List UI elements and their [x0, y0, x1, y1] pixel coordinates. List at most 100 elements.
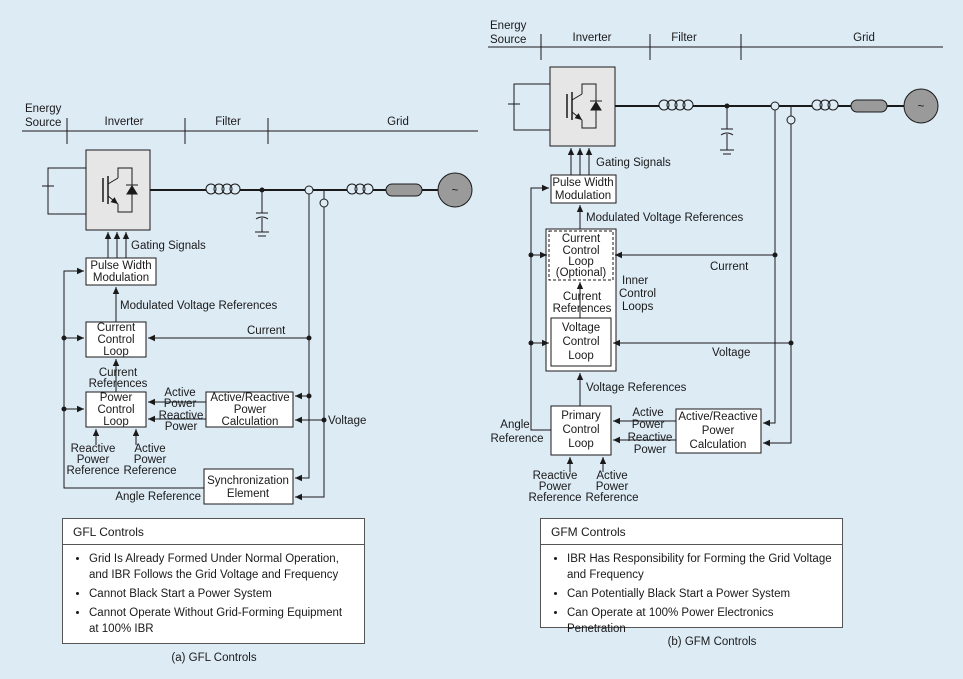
gfl-modulated-label: Modulated Voltage References [120, 300, 278, 312]
gfm-power-calc-block [675, 408, 762, 454]
gfm-vcl-label: Loop [568, 350, 594, 362]
gfl-grid-impedance-icon [385, 183, 423, 197]
gfm-rref-label: Power [539, 481, 572, 493]
gfl-pcl-label: Power [100, 392, 133, 404]
gfl-rref-label: Power [77, 454, 110, 466]
gfm-aref-label: Reference [585, 492, 638, 504]
gfm-vcl-label: Control [562, 336, 599, 348]
gfm-modulated-label: Modulated Voltage References [586, 212, 744, 224]
gfl-current-sensor-icon [304, 185, 314, 195]
gfl-bullet: Cannot Black Start a Power System [89, 586, 354, 602]
gfm-ccl-label: (Optional) [556, 267, 607, 279]
gfm-labels: Energy Source Inverter Filter Grid ~ Gat… [490, 20, 925, 504]
gfm-reactive-label: Power [634, 444, 667, 456]
gfm-grid-impedance-icon [850, 99, 888, 113]
gfm-bullet: Can Potentially Black Start a Power Syst… [567, 586, 832, 602]
gfm-header-filter: Filter [671, 32, 697, 44]
gfm-header-inverter: Inverter [573, 32, 612, 44]
gfl-energy-source-bracket [47, 167, 86, 215]
gfl-sync-label: Synchronization [207, 475, 289, 487]
gfm-voltref-label: Voltage References [586, 382, 687, 394]
gfl-rref-label: Reactive [71, 443, 116, 455]
gfm-pwm-label: Pulse Width [552, 177, 613, 189]
gfm-current-sensor-icon [770, 101, 780, 111]
gfm-active-label: Power [632, 419, 665, 431]
gfm-grid-source-icon [903, 88, 939, 124]
gfm-inner-label: Inner [622, 275, 648, 287]
gfm-pwm-label: Modulation [555, 190, 611, 202]
gfm-filter-capacitor-icon [720, 106, 734, 155]
gfl-power-control-block [85, 391, 147, 428]
gfl-inverter-icon [85, 149, 151, 231]
gfm-voltage-label: Voltage [712, 347, 750, 359]
gfm-current-feedback [615, 110, 776, 259]
gfl-power-calc-block [205, 391, 294, 428]
gfl-voltage-sensor-icon [319, 198, 329, 208]
gfm-primary-control-block [550, 405, 612, 456]
gfm-angle-reference-line [530, 184, 551, 431]
gfl-ccl-label: Current [97, 322, 136, 334]
gfm-pcl-label: Primary [561, 410, 601, 422]
gfm-aref-label: Active [596, 470, 627, 482]
gfl-voltage-label: Voltage [328, 415, 366, 427]
gfl-header-source: Source [25, 117, 61, 129]
gfm-bullet: Can Operate at 100% Power Electronics Pe… [567, 605, 832, 637]
gfl-reactive-label: Power [165, 421, 198, 433]
gfl-pwm-label: Pulse Width [90, 260, 151, 272]
gfl-pwm-label: Modulation [93, 272, 149, 284]
gfm-current-control-block [548, 230, 614, 281]
gfl-gating-label: Gating Signals [131, 240, 206, 252]
gfm-energy-source-bracket [513, 83, 550, 131]
gfl-labels: Energy Source Inverter Filter Grid ~ Gat… [25, 103, 459, 503]
gfm-current-label: Current [710, 261, 749, 273]
gfl-ccl-label: Loop [103, 346, 129, 358]
gfm-caption: (b) GFM Controls [667, 636, 757, 648]
gfl-curref-label: References [89, 378, 148, 390]
gfm-angle-label: Angle [500, 419, 529, 431]
gfl-bullet: Grid Is Already Formed Under Normal Oper… [89, 551, 354, 583]
gfm-controls-panel: GFM Controls IBR Has Responsibility for … [540, 518, 843, 635]
gfl-panel-title: GFL Controls [63, 519, 364, 545]
gfm-inner-label: Control [619, 288, 656, 300]
gfl-header-grid: Grid [387, 116, 409, 128]
gfm-curref-label: References [553, 303, 612, 315]
gfm-rref-label: Reference [528, 492, 581, 504]
gfl-pcl-label: Loop [103, 416, 129, 428]
gfm-reactive-label: Reactive [628, 432, 673, 444]
gfl-pwm-block [85, 257, 157, 286]
gfl-header-inverter: Inverter [105, 116, 144, 128]
gfl-sync-block [203, 468, 294, 505]
gfl-filter-inductor-icon [205, 183, 241, 195]
gfl-angle-label: Angle Reference [115, 491, 201, 503]
gfm-header-energy: Energy [490, 20, 527, 32]
gfl-controls-panel: GFL Controls Grid Is Already Formed Unde… [62, 518, 365, 644]
gfl-ccl-label: Control [97, 334, 134, 346]
gfm-header-source: Source [490, 34, 526, 46]
gfl-sync-label: Element [227, 488, 270, 500]
gfm-calc-label: Calculation [690, 439, 747, 451]
gfm-filter-inductor-icon [658, 99, 694, 111]
gfl-calc-label: Power [234, 404, 267, 416]
gfm-pwm-block [550, 174, 617, 204]
gfm-grid-tilde: ~ [918, 101, 925, 113]
gfm-bullet: IBR Has Responsibility for Forming the G… [567, 551, 832, 583]
gfm-gating-label: Gating Signals [596, 157, 671, 169]
gfl-curref-label: Current [99, 367, 138, 379]
gfm-curref-label: Current [563, 291, 602, 303]
gfl-aref-label: Reference [123, 465, 176, 477]
gfm-calc-label: Active/Reactive [678, 411, 757, 423]
gfl-grid-source-icon [437, 172, 473, 208]
gfm-panel-title: GFM Controls [541, 519, 842, 545]
gfm-ccl-label: Loop [568, 256, 594, 268]
gfm-diagram [488, 34, 943, 472]
gfl-grid-inductor-icon [346, 183, 374, 195]
gfm-bullet-list: IBR Has Responsibility for Forming the G… [555, 551, 832, 637]
gfm-vcl-label: Voltage [562, 322, 600, 334]
gfl-calc-label: Active/Reactive [210, 392, 289, 404]
gfl-angle-reference-line [63, 267, 204, 489]
gfm-rref-label: Reactive [533, 470, 578, 482]
gfl-current-feedback [148, 194, 310, 342]
gfl-pcl-label: Control [97, 404, 134, 416]
gfm-ccl-label: Current [562, 233, 601, 245]
gfm-voltage-sensor-icon [786, 115, 796, 125]
